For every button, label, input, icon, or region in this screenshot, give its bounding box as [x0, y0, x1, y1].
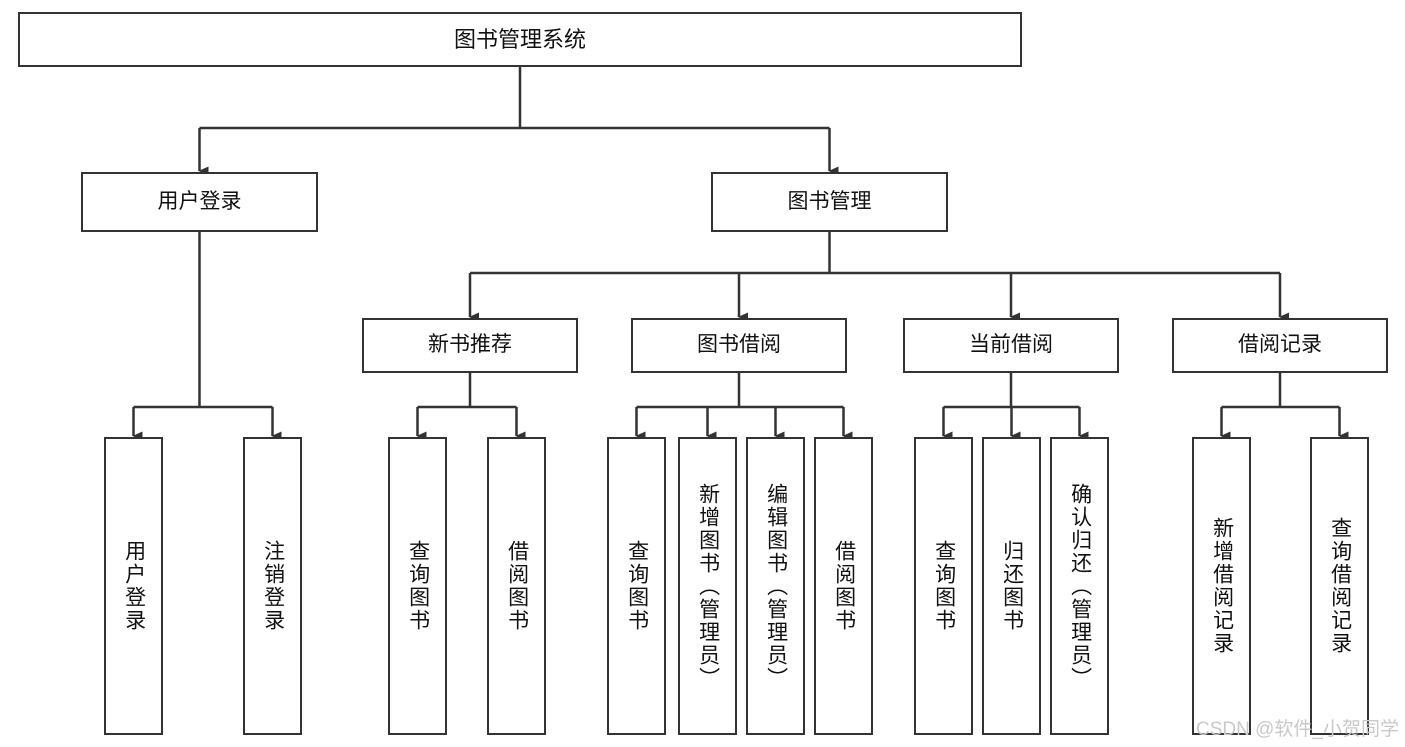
node-label: 编辑图书（管理员）	[764, 482, 788, 690]
node-label: 新书推荐	[428, 333, 512, 357]
node-label: 归还图书	[1000, 540, 1024, 632]
node-label: 借阅图书	[832, 540, 856, 632]
node-leaf-confirm[interactable]: 确认归还（管理员）	[1050, 437, 1109, 735]
node-label: 新增借阅记录	[1210, 517, 1234, 655]
node-label: 当前借阅	[969, 333, 1053, 357]
node-label: 借阅图书	[505, 540, 529, 632]
node-leaf-borrow-1[interactable]: 借阅图书	[487, 437, 546, 735]
node-label: 确认归还（管理员）	[1068, 482, 1092, 690]
node-label: 新增图书（管理员）	[696, 482, 720, 690]
node-label: 用户登录	[122, 540, 146, 632]
node-label: 注销登录	[261, 540, 285, 632]
node-leaf-query-2[interactable]: 查询图书	[607, 437, 666, 735]
node-leaf-add-book[interactable]: 新增图书（管理员）	[678, 437, 737, 735]
node-root[interactable]: 图书管理系统	[18, 12, 1022, 67]
node-label: 查询借阅记录	[1328, 517, 1352, 655]
node-leaf-query-rec[interactable]: 查询借阅记录	[1310, 437, 1369, 735]
node-leaf-add-rec[interactable]: 新增借阅记录	[1192, 437, 1251, 735]
node-leaf-query-1[interactable]: 查询图书	[388, 437, 447, 735]
node-label: 借阅记录	[1238, 333, 1322, 357]
node-leaf-borrow-2[interactable]: 借阅图书	[814, 437, 873, 735]
node-label: 图书管理系统	[453, 26, 586, 52]
node-leaf-user-login[interactable]: 用户登录	[104, 437, 163, 735]
node-label: 图书管理	[787, 189, 872, 213]
node-book-manage[interactable]: 图书管理	[711, 172, 948, 232]
node-new-book-rec[interactable]: 新书推荐	[362, 318, 578, 373]
node-label: 用户登录	[157, 189, 242, 213]
node-label: 图书借阅	[697, 333, 781, 357]
node-leaf-return[interactable]: 归还图书	[982, 437, 1041, 735]
node-label: 查询图书	[932, 540, 956, 632]
node-leaf-query-3[interactable]: 查询图书	[914, 437, 973, 735]
node-leaf-logout[interactable]: 注销登录	[243, 437, 302, 735]
node-borrow-record[interactable]: 借阅记录	[1172, 318, 1388, 373]
node-label: 查询图书	[625, 540, 649, 632]
node-leaf-edit-book[interactable]: 编辑图书（管理员）	[746, 437, 805, 735]
node-user-login[interactable]: 用户登录	[81, 172, 318, 232]
node-current-borrow[interactable]: 当前借阅	[903, 318, 1119, 373]
node-book-borrow[interactable]: 图书借阅	[631, 318, 847, 373]
node-label: 查询图书	[406, 540, 430, 632]
